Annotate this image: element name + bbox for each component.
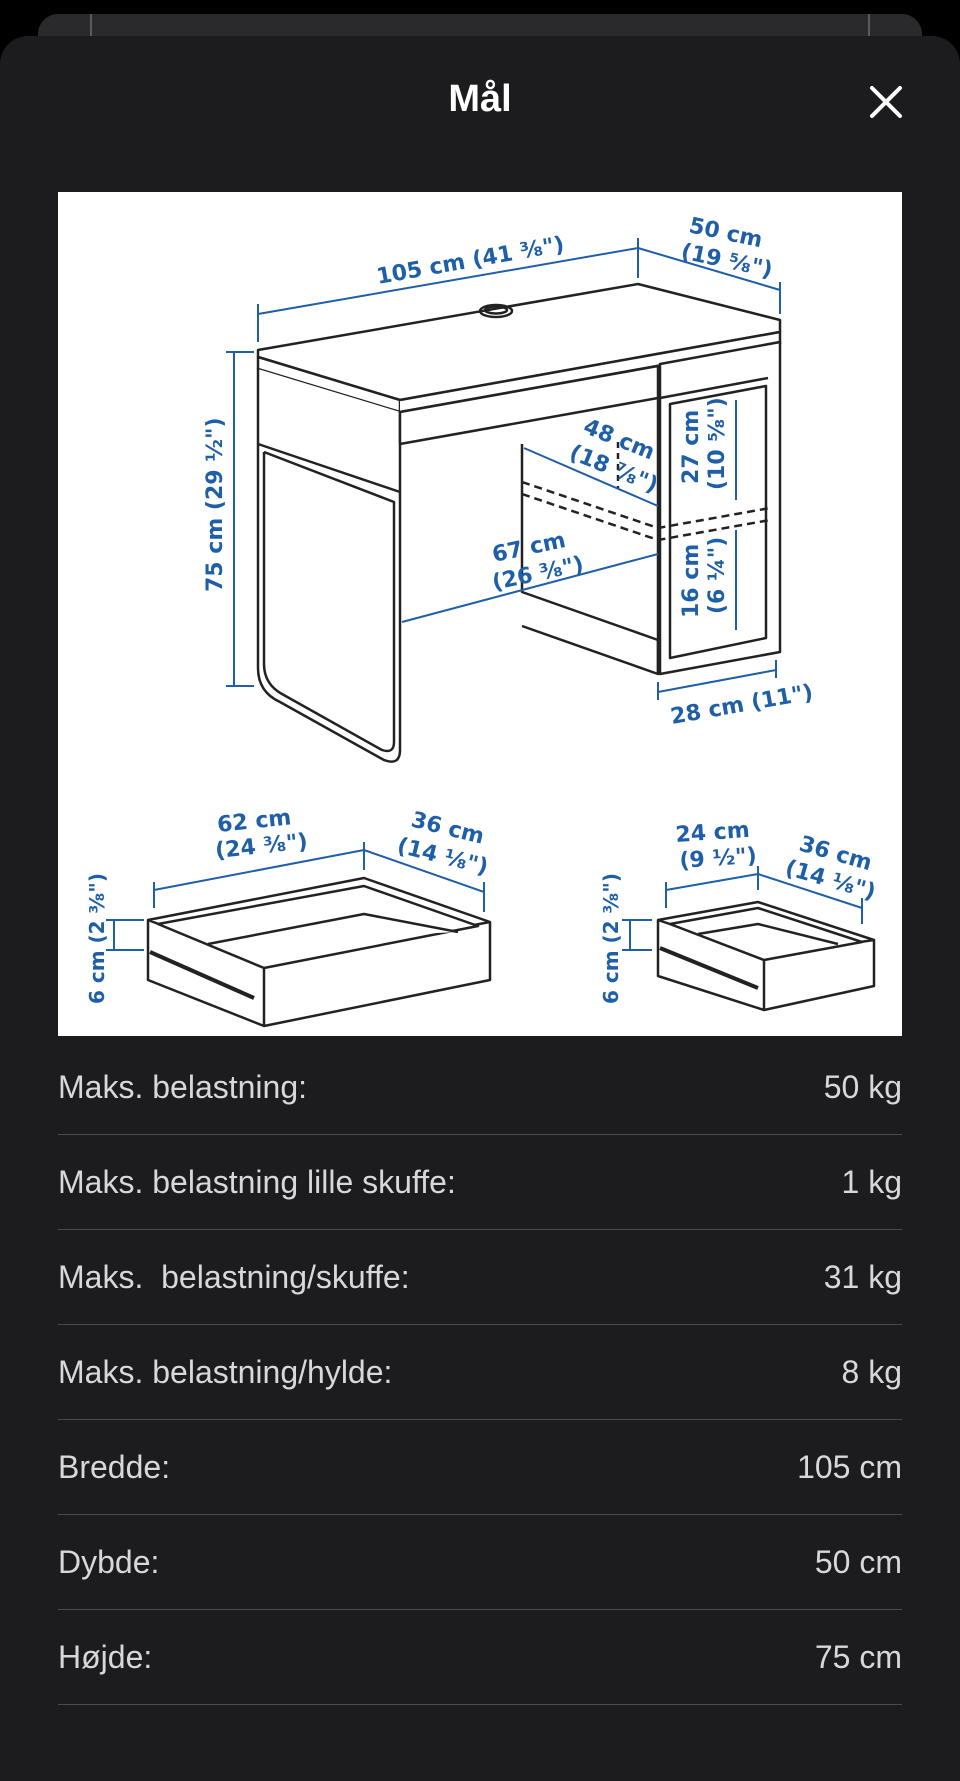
small-drawer-dimension-lines (622, 866, 863, 951)
specs-list: Maks. belastning: 50 kg Maks. belastning… (58, 1040, 902, 1705)
desk-dimension-lines (226, 238, 781, 700)
large-drawer-drawing (146, 876, 492, 1028)
small-drawer-width-label-2: (9 ½") (679, 844, 758, 874)
large-drawer-dimension-lines (106, 842, 485, 951)
sheet-edge-line (90, 14, 92, 36)
sheet-edge-line (868, 14, 870, 36)
page-title: Mål (448, 78, 512, 120)
spec-value: 8 kg (841, 1353, 902, 1390)
shelf-bottom-label-1: 16 cm (679, 544, 704, 618)
spec-value: 75 cm (814, 1638, 902, 1675)
dimension-diagram: 105 cm (41 ³⁄₈") 50 cm (19 ⁵⁄₈") 75 cm (… (58, 192, 902, 1036)
spec-row: Højde: 75 cm (58, 1610, 902, 1705)
close-button[interactable] (868, 84, 904, 120)
spec-row: Maks. belastning/skuffe: 31 kg (58, 1230, 902, 1325)
desk-width-label: 105 cm (41 ³⁄₈") (375, 232, 566, 290)
spec-value: 31 kg (823, 1258, 902, 1295)
shelf-top-label-1: 27 cm (679, 410, 704, 484)
shelf-width-label: 28 cm (11") (669, 680, 815, 730)
spec-value: 1 kg (841, 1163, 902, 1200)
small-drawer-width-label-1: 24 cm (675, 818, 751, 848)
spec-label: Maks. belastning/skuffe: (58, 1258, 410, 1295)
spec-row: Maks. belastning lille skuffe: 1 kg (58, 1135, 902, 1230)
desk-drawing (256, 282, 782, 763)
spec-label: Maks. belastning lille skuffe: (58, 1163, 456, 1200)
small-drawer-drawing (656, 900, 876, 1012)
spec-label: Højde: (58, 1638, 153, 1675)
shelf-top-label-2: (10 ⁵⁄₈") (705, 397, 730, 490)
spec-label: Maks. belastning: (58, 1068, 308, 1105)
spec-label: Dybde: (58, 1543, 160, 1580)
spec-row: Maks. belastning/hylde: 8 kg (58, 1325, 902, 1420)
spec-value: 50 cm (814, 1543, 902, 1580)
close-icon (870, 86, 902, 118)
spec-value: 105 cm (797, 1448, 902, 1485)
sheet-header: Mål (0, 36, 960, 176)
spec-row: Dybde: 50 cm (58, 1515, 902, 1610)
shelf-bottom-label-2: (6 ¼") (705, 537, 730, 614)
spec-label: Maks. belastning/hylde: (58, 1353, 393, 1390)
spec-row: Bredde: 105 cm (58, 1420, 902, 1515)
large-drawer-height-label: 6 cm (2 ³⁄₈") (85, 873, 109, 1004)
desk-height-label: 75 cm (29 ½") (203, 417, 228, 592)
small-drawer-height-label: 6 cm (2 ³⁄₈") (599, 873, 623, 1004)
spec-label: Bredde: (58, 1448, 171, 1485)
spec-value: 50 kg (823, 1068, 902, 1105)
spec-row: Maks. belastning: 50 kg (58, 1040, 902, 1135)
